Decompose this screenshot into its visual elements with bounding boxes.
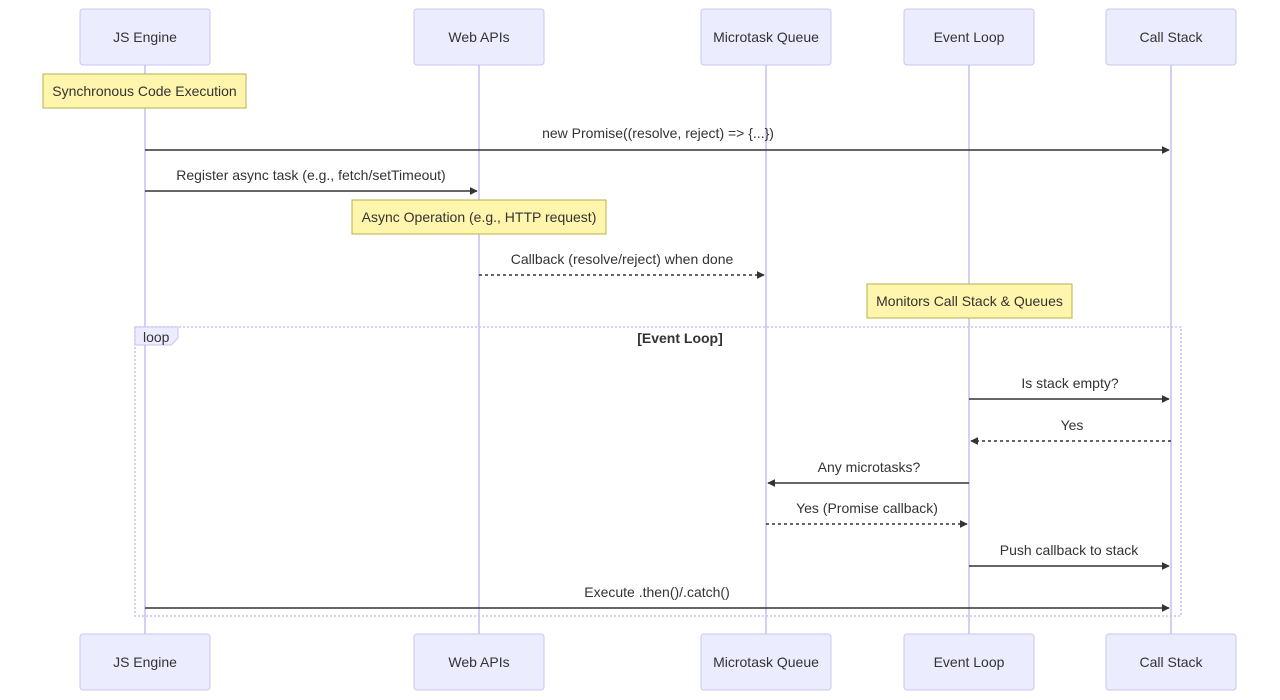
note-box: [351, 199, 607, 235]
participant-label: Web APIs: [448, 654, 509, 670]
participant-box: [413, 633, 545, 691]
note-box: [866, 283, 1073, 319]
loop-frame: loop [Event Loop]: [134, 326, 1182, 617]
participant-web-apis: Web APIs: [413, 8, 545, 66]
participant-label: JS Engine: [113, 29, 177, 45]
notes: Synchronous Code Execution Async Operati…: [42, 73, 1073, 319]
participant-js-engine: JS Engine: [79, 8, 211, 66]
loop-keyword: loop: [143, 329, 170, 345]
note-text: Async Operation (e.g., HTTP request): [362, 209, 597, 225]
participant-event-loop: Event Loop: [903, 8, 1035, 66]
participant-call-stack: Call Stack: [1105, 8, 1237, 66]
message-yes: Yes: [970, 417, 1171, 445]
participants-bottom: JS Engine Web APIs Microtask Queue Event…: [79, 633, 1237, 691]
participant-box: [903, 8, 1035, 66]
participant-box: [700, 8, 832, 66]
participant-microtask-queue: Microtask Queue: [700, 8, 832, 66]
participant-label: JS Engine: [113, 654, 177, 670]
message-label: new Promise((resolve, reject) => {...}): [542, 125, 774, 141]
message-any-microtasks: Any microtasks?: [767, 459, 969, 487]
message-execute-then-catch: Execute .then()/.catch(): [145, 584, 1170, 612]
message-register-async-task: Register async task (e.g., fetch/setTime…: [145, 167, 478, 195]
participant-event-loop-bottom: Event Loop: [903, 633, 1035, 691]
message-label: Yes: [1061, 417, 1084, 433]
participant-box: [1105, 8, 1237, 66]
message-label: Is stack empty?: [1021, 375, 1118, 391]
participant-web-apis-bottom: Web APIs: [413, 633, 545, 691]
participant-label: Microtask Queue: [713, 654, 819, 670]
participant-box: [79, 633, 211, 691]
participant-label: Event Loop: [934, 29, 1005, 45]
note-text: Synchronous Code Execution: [52, 83, 236, 99]
participant-box: [413, 8, 545, 66]
message-push-callback-to-stack: Push callback to stack: [969, 542, 1170, 570]
message-label: Yes (Promise callback): [796, 500, 938, 516]
participant-box: [700, 633, 832, 691]
participant-box: [903, 633, 1035, 691]
loop-tab: [134, 326, 179, 346]
message-yes-promise-callback: Yes (Promise callback): [766, 500, 968, 528]
message-new-promise: new Promise((resolve, reject) => {...}): [145, 125, 1170, 154]
message-label: Any microtasks?: [818, 459, 921, 475]
note-synchronous-code-execution: Synchronous Code Execution: [42, 73, 247, 109]
note-monitors-call-stack: Monitors Call Stack & Queues: [866, 283, 1073, 319]
note-box: [42, 73, 247, 109]
participant-box: [1105, 633, 1237, 691]
participant-label: Call Stack: [1139, 29, 1203, 45]
participant-microtask-queue-bottom: Microtask Queue: [700, 633, 832, 691]
message-label: Register async task (e.g., fetch/setTime…: [176, 167, 445, 183]
lifelines: [144, 65, 1172, 634]
message-callback-when-done: Callback (resolve/reject) when done: [479, 251, 765, 279]
participant-label: Microtask Queue: [713, 29, 819, 45]
note-async-operation: Async Operation (e.g., HTTP request): [351, 199, 607, 235]
note-text: Monitors Call Stack & Queues: [876, 293, 1063, 309]
message-is-stack-empty: Is stack empty?: [969, 375, 1170, 403]
message-label: Execute .then()/.catch(): [584, 584, 730, 600]
participant-call-stack-bottom: Call Stack: [1105, 633, 1237, 691]
participant-label: Web APIs: [448, 29, 509, 45]
participant-js-engine-bottom: JS Engine: [79, 633, 211, 691]
participant-label: Call Stack: [1139, 654, 1203, 670]
message-label: Callback (resolve/reject) when done: [511, 251, 734, 267]
participant-box: [79, 8, 211, 66]
participants-top: JS Engine Web APIs Microtask Queue Event…: [79, 8, 1237, 66]
participant-label: Event Loop: [934, 654, 1005, 670]
loop-condition: [Event Loop]: [637, 330, 723, 346]
message-label: Push callback to stack: [1000, 542, 1140, 558]
messages: new Promise((resolve, reject) => {...}) …: [145, 125, 1171, 612]
loop-frame-border: [134, 326, 1182, 617]
